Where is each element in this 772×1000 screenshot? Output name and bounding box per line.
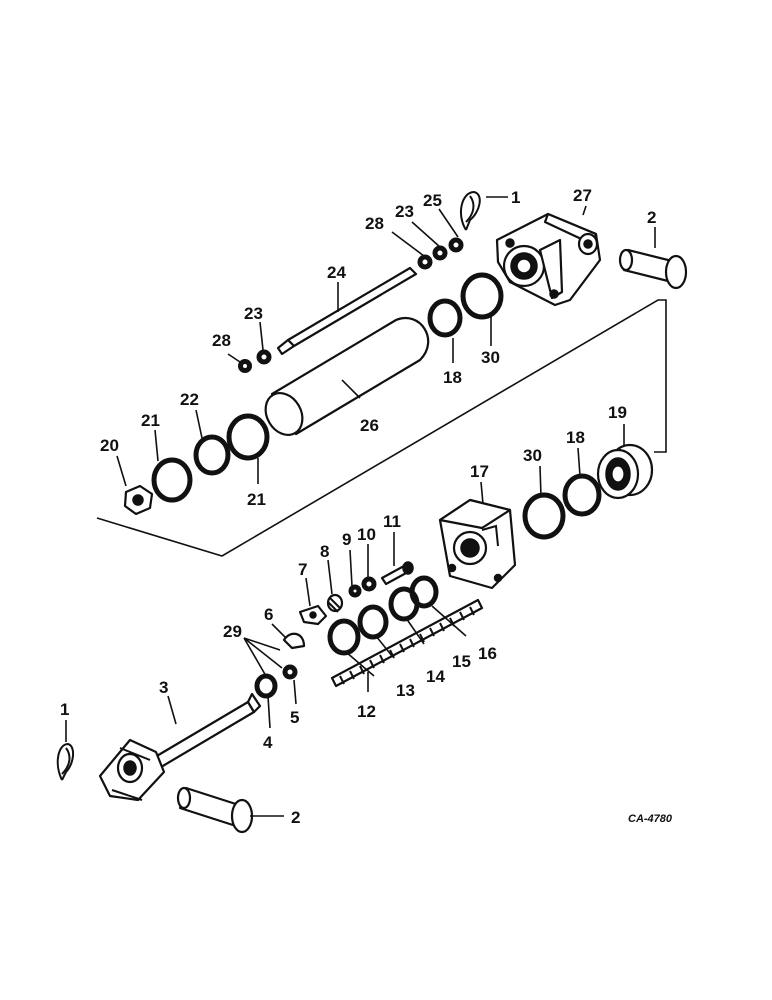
callout-21-lower: 21 [247, 490, 266, 509]
callout-2-lower: 2 [291, 808, 300, 827]
part-18-seal-lower [562, 473, 602, 517]
callout-20: 20 [100, 436, 119, 455]
part-30-seal-lower [522, 492, 566, 540]
part-7-check-plate [298, 604, 328, 626]
callout-8: 8 [320, 542, 329, 561]
callout-19: 19 [608, 403, 627, 422]
callout-1-lower: 1 [60, 700, 69, 719]
callout-30-upper: 30 [481, 348, 500, 367]
part-13-seal [327, 618, 361, 656]
part-6-lock-half [282, 632, 306, 650]
callout-24: 24 [327, 263, 346, 282]
part-24-tie-rod [276, 266, 418, 356]
part-12-threaded-rod [330, 598, 484, 688]
part-28-ring-lower [238, 359, 252, 373]
callout-7: 7 [298, 560, 307, 579]
assembly-group-outline [96, 299, 667, 557]
part-3-piston-rod [98, 692, 262, 802]
part-5-ring [282, 664, 298, 680]
leader-lines [65, 196, 656, 817]
part-30-seal-upper [460, 272, 504, 320]
part-10-washer [361, 576, 377, 592]
callout-29: 29 [223, 622, 242, 641]
part-15-seal [388, 586, 420, 622]
callout-23-lower: 23 [244, 304, 263, 323]
callout-18-lower: 18 [566, 428, 585, 447]
callout-21-upper: 21 [141, 411, 160, 430]
callout-12: 12 [357, 702, 376, 721]
callout-9: 9 [342, 530, 351, 549]
callout-30-lower: 30 [523, 446, 542, 465]
part-2-pin-upper [618, 248, 688, 290]
part-1-hairpin-lower [56, 742, 74, 781]
callout-10: 10 [357, 525, 376, 544]
callout-6: 6 [264, 605, 273, 624]
part-8-spring [326, 593, 344, 613]
callout-4: 4 [263, 733, 273, 752]
part-28-ring-upper [417, 254, 433, 270]
part-25-ring [448, 237, 464, 253]
part-23-ring-upper [432, 245, 448, 261]
callout-28-upper: 28 [365, 214, 384, 233]
part-14-seal [357, 604, 389, 640]
callout-22: 22 [180, 390, 199, 409]
part-26-cylinder-tube [264, 317, 430, 436]
callout-11: 11 [383, 512, 401, 531]
part-11-bolt [380, 561, 414, 586]
part-20-nut [123, 484, 154, 516]
part-19-piston [596, 443, 654, 500]
callout-28-lower: 28 [212, 331, 231, 350]
figure-code: CA-4780 [628, 813, 673, 825]
part-9-ring [348, 584, 362, 598]
callout-27: 27 [573, 186, 592, 205]
callout-25: 25 [423, 191, 442, 210]
callout-17: 17 [470, 462, 489, 481]
part-4-snap-ring [254, 673, 278, 699]
part-21-ring-left [151, 457, 193, 503]
part-21-ring-right [226, 413, 270, 461]
callout-2-upper: 2 [647, 208, 656, 227]
callout-23-upper: 23 [395, 202, 414, 221]
callout-15: 15 [452, 652, 471, 671]
part-1-hairpin-upper [459, 190, 481, 231]
part-17-cylinder-head [438, 498, 517, 590]
callout-14: 14 [426, 667, 445, 686]
part-2-pin-lower [176, 786, 254, 834]
callout-13: 13 [396, 681, 415, 700]
part-27-cylinder-cap [495, 212, 602, 307]
part-22-ring [193, 434, 231, 476]
part-18-seal-upper [427, 298, 463, 338]
part-23-ring-lower [256, 349, 272, 365]
callout-16: 16 [478, 644, 497, 663]
callout-18-upper: 18 [443, 368, 462, 387]
callout-1-upper: 1 [511, 188, 520, 207]
callout-3: 3 [159, 678, 168, 697]
callout-5: 5 [290, 708, 299, 727]
callout-26: 26 [360, 416, 379, 435]
